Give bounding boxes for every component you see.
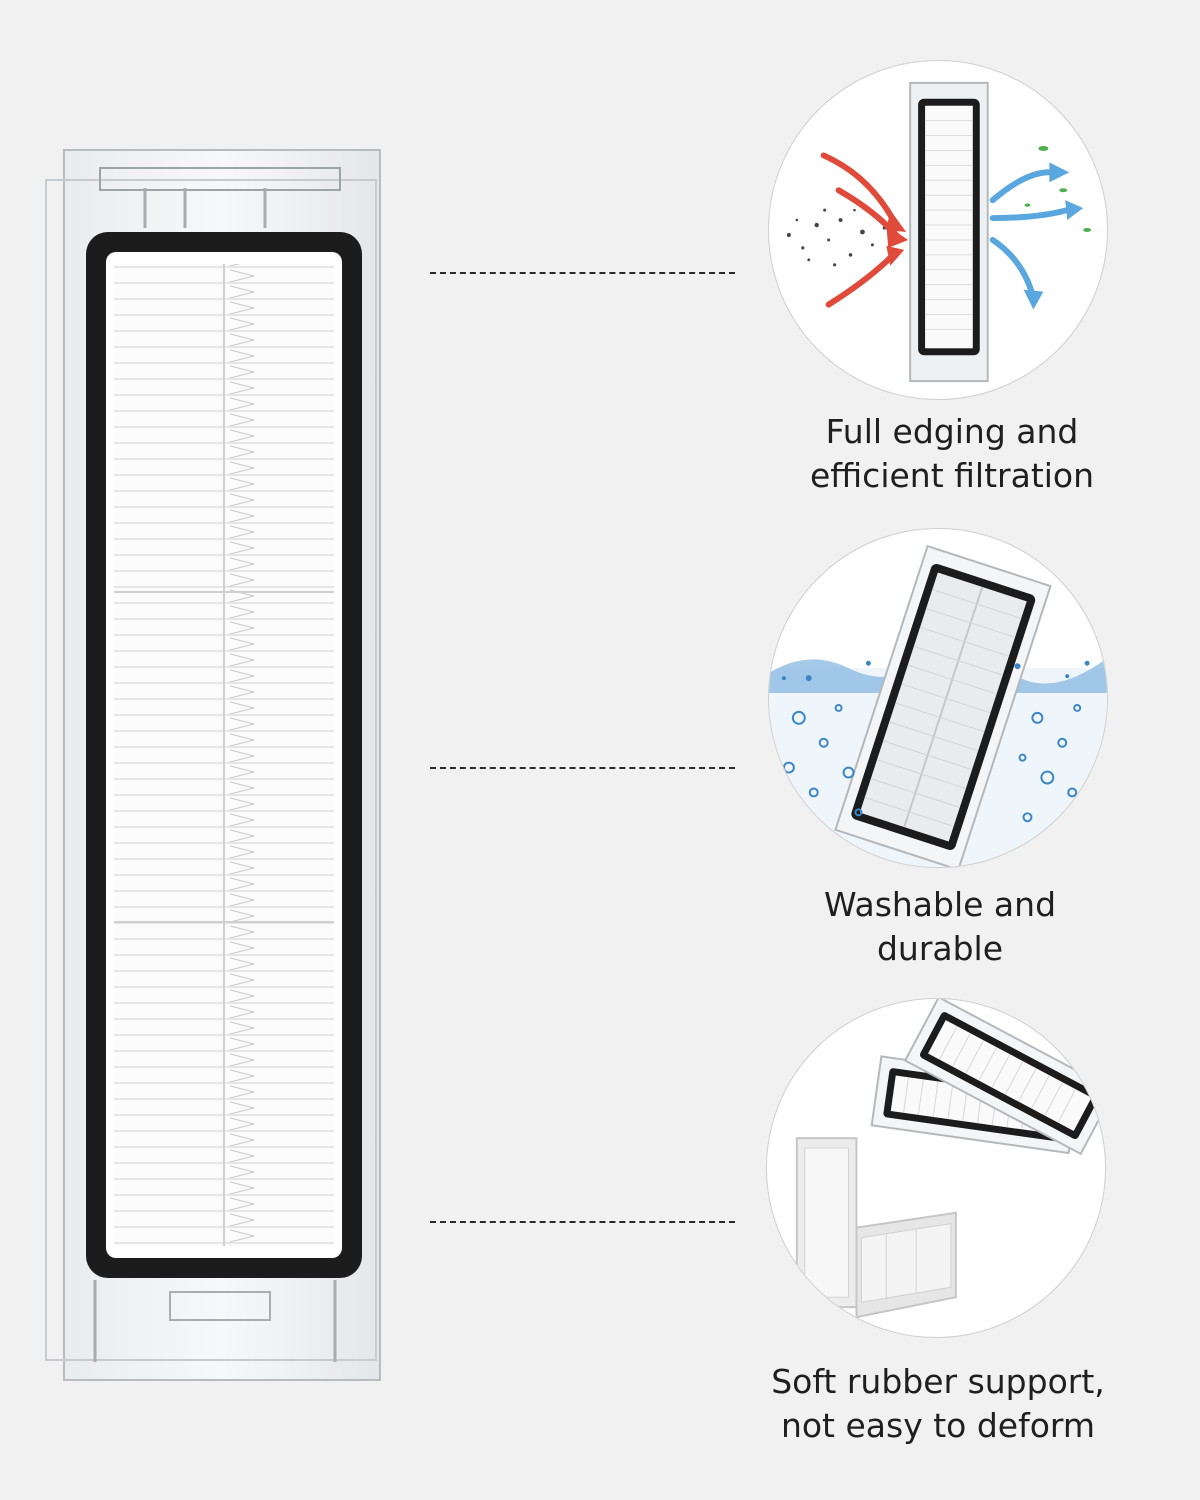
connector-line-1 [430, 272, 735, 274]
feature-3-line-2: not easy to deform [780, 1406, 1096, 1445]
feature-1-image [768, 60, 1108, 400]
feature-2-line-1: Washable and [823, 885, 1057, 924]
main-filter-image [45, 149, 381, 1381]
feature-1-line-1: Full edging and [825, 412, 1079, 451]
feature-2-line-2: durable [876, 929, 1004, 968]
feature-3-caption: Soft rubber support, not easy to deform [738, 1360, 1138, 1448]
water-wash-icon [769, 544, 1107, 867]
feature-2-caption: Washable and durable [740, 883, 1140, 971]
airflow-filter-icon [786, 81, 1092, 383]
feature-3-line-1: Soft rubber support, [771, 1362, 1105, 1401]
connector-line-2 [430, 767, 735, 769]
connector-line-3 [430, 1221, 735, 1223]
feature-3-image [766, 998, 1106, 1338]
filter-pair-icon [795, 999, 1105, 1319]
feature-2-image [768, 528, 1108, 868]
feature-1-line-2: efficient filtration [809, 456, 1095, 495]
feature-1-caption: Full edging and efficient filtration [752, 410, 1152, 498]
